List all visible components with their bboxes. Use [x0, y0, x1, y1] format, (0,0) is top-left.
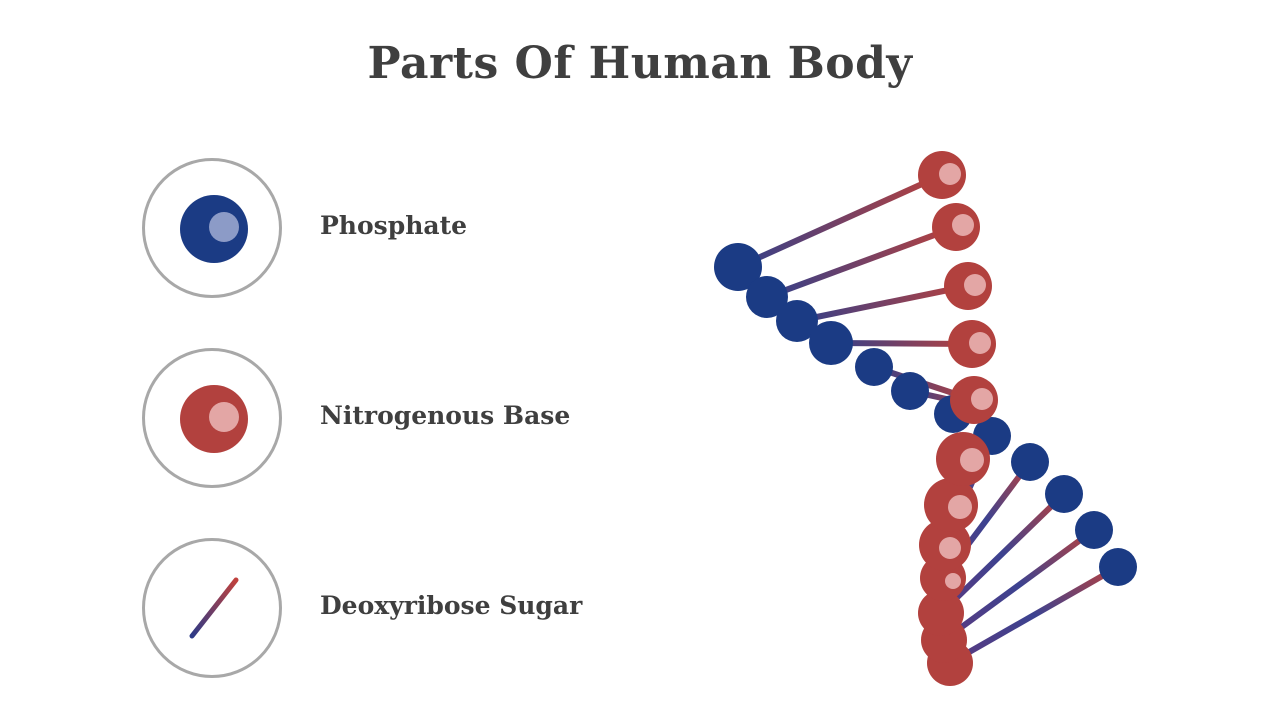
base-highlight	[948, 495, 972, 519]
legend-item-nitrogenous-base: Nitrogenous Base	[140, 346, 640, 496]
base-highlight	[945, 573, 961, 589]
legend-item-phosphate: Phosphate	[140, 156, 640, 306]
deoxyribose-sugar-icon	[189, 577, 239, 639]
legend-label-deoxyribose-sugar: Deoxyribose Sugar	[320, 591, 583, 620]
phosphate-sphere	[746, 276, 788, 318]
base-highlight	[960, 448, 984, 472]
legend-ring	[142, 158, 282, 298]
phosphate-sphere	[855, 348, 893, 386]
legend-item-deoxyribose-sugar: Deoxyribose Sugar	[140, 536, 640, 686]
sugar-rod	[938, 491, 1067, 616]
sugar-rod	[796, 283, 969, 324]
dna-upper-phosphates	[714, 243, 972, 433]
base-highlight	[939, 537, 961, 559]
nitrogenous-base-icon	[180, 385, 248, 453]
base-highlight	[964, 274, 986, 296]
sugar-rod	[765, 224, 958, 300]
legend-ring	[142, 348, 282, 488]
dna-upper-bases	[918, 151, 998, 424]
phosphate-sphere	[1011, 443, 1049, 481]
phosphate-sphere	[1099, 548, 1137, 586]
phosphate-sphere	[1075, 511, 1113, 549]
sugar-rod	[948, 564, 1120, 666]
phosphate-sphere	[714, 243, 762, 291]
phosphate-sphere	[809, 321, 853, 365]
phosphate-sphere	[1045, 475, 1083, 513]
base-highlight	[971, 388, 993, 410]
dna-lower-bases	[918, 432, 990, 686]
base-highlight	[939, 163, 961, 185]
base-highlight	[969, 332, 991, 354]
page-title: Parts Of Human Body	[367, 38, 913, 89]
phosphate-icon	[180, 195, 248, 263]
legend-label-phosphate: Phosphate	[320, 211, 468, 240]
sugar-rod	[736, 172, 944, 270]
phosphate-sphere	[891, 372, 929, 410]
base-sphere	[918, 590, 964, 636]
phosphate-sphere	[776, 300, 818, 342]
legend-label-nitrogenous-base: Nitrogenous Base	[320, 401, 571, 430]
sugar-rod	[942, 527, 1096, 643]
base-highlight	[952, 214, 974, 236]
legend-ring	[142, 538, 282, 678]
